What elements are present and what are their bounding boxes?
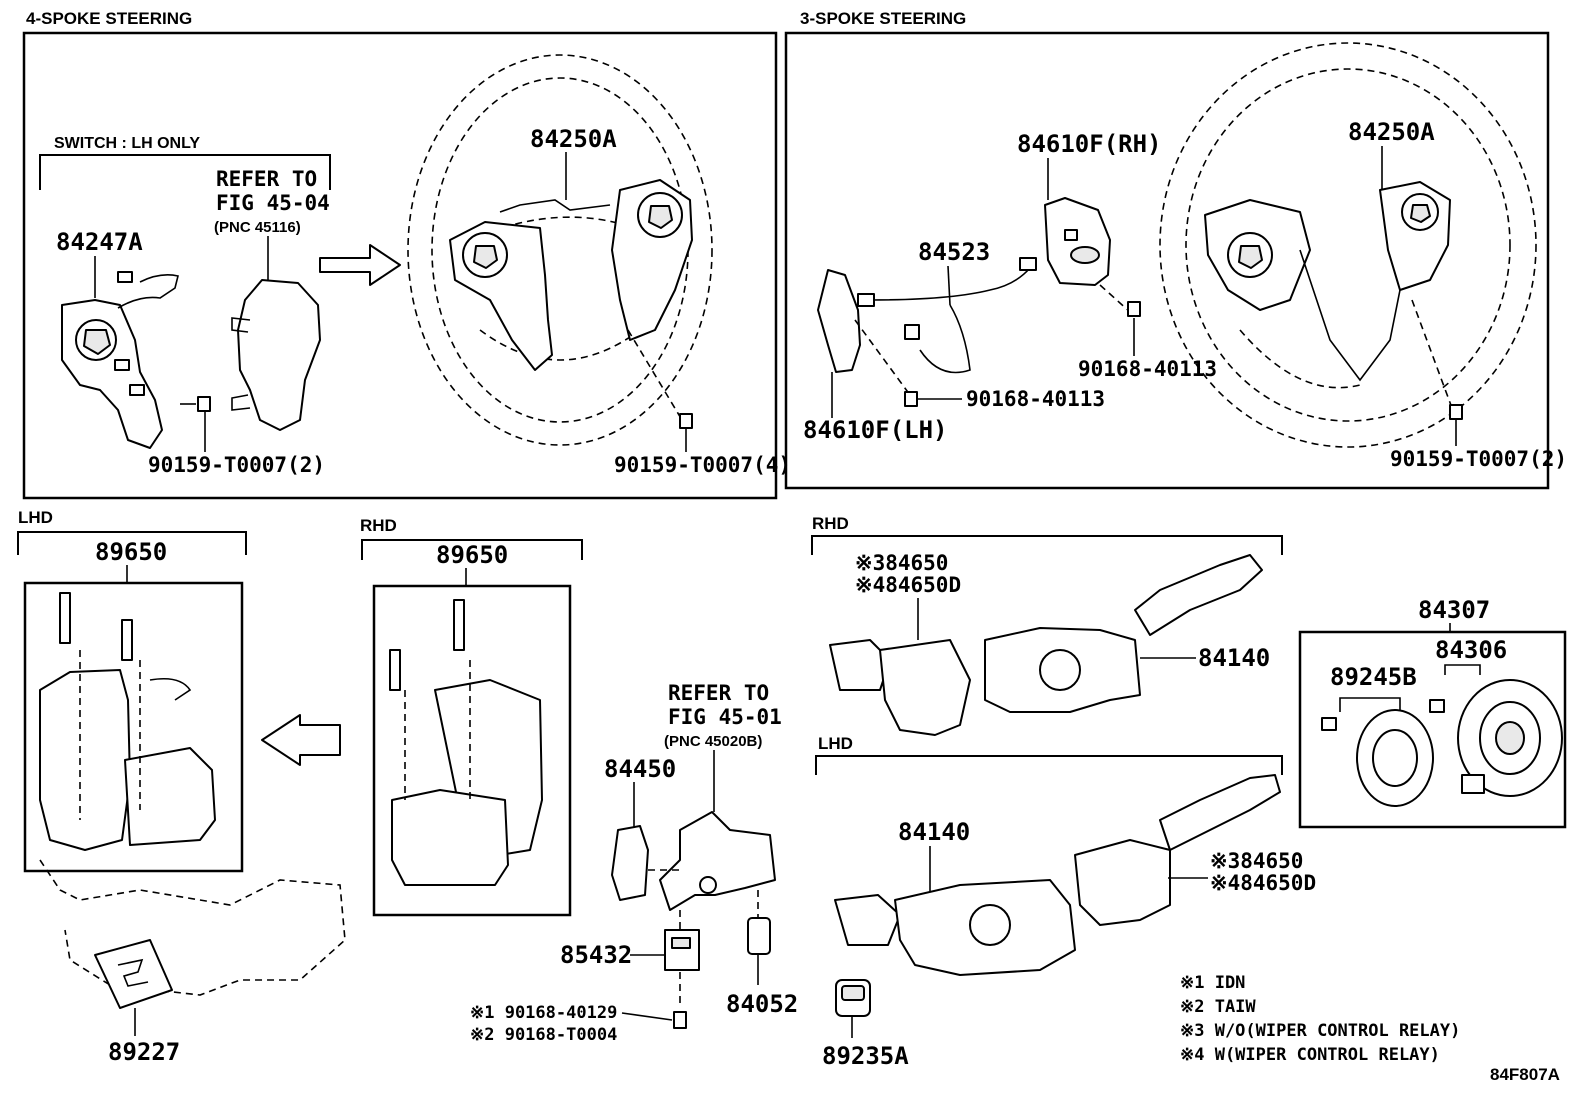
label-lhd-84650D: ※484650D	[1210, 871, 1316, 895]
frame-rhd-89650	[372, 584, 572, 917]
switch-85432	[664, 929, 700, 971]
figure-id: 84F807A	[1490, 1065, 1560, 1084]
column-outline	[39, 859, 346, 996]
switch-89235A	[835, 979, 871, 1017]
label-90168-40129: ※1 90168-40129	[470, 1003, 617, 1023]
note-3: ※3 W/O(WIPER CONTROL RELAY)	[1180, 1021, 1460, 1041]
dash-90168-a	[1099, 284, 1131, 313]
bolt-90168-40113-a	[1127, 301, 1141, 317]
label-89227: 89227	[108, 1038, 180, 1066]
refer-45-01-line1: REFER TO	[668, 681, 769, 705]
bracket-rhd-combo	[811, 535, 1283, 555]
bolt-90168-40113-b	[904, 391, 918, 407]
combo-switch-lhd	[834, 774, 1281, 976]
connector-b	[1019, 257, 1037, 271]
section-title-rhd-right: RHD	[812, 514, 849, 533]
label-84250A-3-spoke: 84250A	[1348, 118, 1435, 146]
label-90159-T0007-2-3spoke: 90159-T0007(2)	[1390, 447, 1567, 471]
bracket-84306	[1444, 664, 1481, 675]
label-89245B: 89245B	[1330, 663, 1417, 691]
switch-84610F-LH	[817, 269, 861, 373]
steering-angle-sensor	[1321, 709, 1434, 807]
bolt-90159-T0007-4	[679, 413, 693, 429]
dash-90168-b	[854, 319, 911, 396]
label-rhd-84140: 84140	[1198, 644, 1270, 672]
leader-84523	[947, 265, 951, 306]
column-lock-lhd	[39, 592, 216, 851]
refer-45-01-line2: FIG 45-01	[668, 705, 782, 729]
switch-84610F-RH	[1044, 197, 1111, 286]
label-84523: 84523	[918, 238, 990, 266]
section-title-4-spoke: 4-SPOKE STEERING	[26, 9, 192, 28]
leader-90168-40129	[621, 1012, 673, 1021]
steering-wheel-4-spoke	[407, 54, 713, 446]
label-90168-40113-b: 90168-40113	[966, 387, 1105, 411]
note-4: ※4 W(WIPER CONTROL RELAY)	[1180, 1045, 1440, 1065]
label-lhd-84140: 84140	[898, 818, 970, 846]
refer-to-line3: (PNC 45116)	[214, 219, 301, 236]
dash-90159-3	[1411, 299, 1453, 409]
label-rhd-84650: ※384650	[855, 551, 948, 575]
label-rhd-84650D: ※484650D	[855, 573, 961, 597]
connector-c	[904, 324, 920, 340]
label-84610F-LH: 84610F(LH)	[803, 416, 948, 444]
cover-refer-45-04	[231, 279, 321, 431]
column-lock-rhd	[389, 599, 543, 886]
bolt-90159-T0007-2	[180, 396, 211, 412]
refer-to-line2: FIG 45-04	[216, 191, 330, 215]
label-89235A: 89235A	[822, 1042, 909, 1070]
ignition-lock-cylinder	[659, 811, 776, 911]
frame-4-spoke	[22, 31, 778, 500]
harness-84523-branch	[919, 304, 971, 374]
refer-to-line1: REFER TO	[216, 167, 317, 191]
label-84450: 84450	[604, 755, 676, 783]
bracket-label: SWITCH : LH ONLY	[54, 135, 200, 152]
section-title-lhd-right: LHD	[818, 734, 853, 753]
refer-45-01-line3: (PNC 45020B)	[664, 733, 762, 750]
label-84610F-RH: 84610F(RH)	[1017, 130, 1162, 158]
ecu-89227	[94, 939, 173, 1009]
dash-bolt-4	[627, 329, 683, 421]
steering-wheel-3-spoke	[1159, 42, 1537, 448]
label-85432: 85432	[560, 941, 632, 969]
label-84052: 84052	[726, 990, 798, 1018]
frame-3-spoke	[784, 31, 1550, 490]
label-84306: 84306	[1435, 636, 1507, 664]
label-90159-T0007-2: 90159-T0007(2)	[148, 453, 325, 477]
note-1: ※1 IDN	[1180, 973, 1245, 993]
switch-84052	[747, 917, 771, 955]
harness-84523	[869, 267, 1031, 301]
arrow-left-icon	[261, 714, 341, 766]
label-89650-lhd: 89650	[95, 538, 167, 566]
label-lhd-84650: ※384650	[1210, 849, 1303, 873]
label-90159-T0007-4: 90159-T0007(4)	[614, 453, 791, 477]
bracket-89245B	[1339, 697, 1401, 712]
section-title-3-spoke: 3-SPOKE STEERING	[800, 9, 966, 28]
label-90168-T0004: ※2 90168-T0004	[470, 1025, 617, 1045]
screw-90168	[673, 1011, 687, 1029]
switch-84450	[611, 825, 649, 901]
connector-a	[857, 293, 875, 307]
bracket-rhd-89650	[361, 539, 583, 560]
label-84247A: 84247A	[56, 228, 143, 256]
bracket-switch-lh-only	[39, 154, 331, 190]
switch-84247A	[61, 271, 179, 449]
section-title-rhd-left: RHD	[360, 516, 397, 535]
label-90168-40113-a: 90168-40113	[1078, 357, 1217, 381]
label-84307: 84307	[1418, 596, 1490, 624]
bracket-lhd-89650	[17, 531, 247, 555]
label-89650-rhd: 89650	[436, 541, 508, 569]
section-title-lhd-left: LHD	[18, 508, 53, 527]
bolt-90159-T0007-2-3spoke	[1449, 404, 1463, 420]
bracket-lhd-combo	[815, 755, 1283, 775]
note-2: ※2 TAIW	[1180, 997, 1256, 1017]
label-84250A-4-spoke: 84250A	[530, 125, 617, 153]
combo-switch-rhd	[829, 554, 1263, 736]
spiral-cable	[1429, 679, 1563, 797]
frame-84307	[1298, 630, 1567, 829]
frame-lhd-89650	[23, 581, 244, 873]
arrow-right-icon	[319, 244, 401, 286]
